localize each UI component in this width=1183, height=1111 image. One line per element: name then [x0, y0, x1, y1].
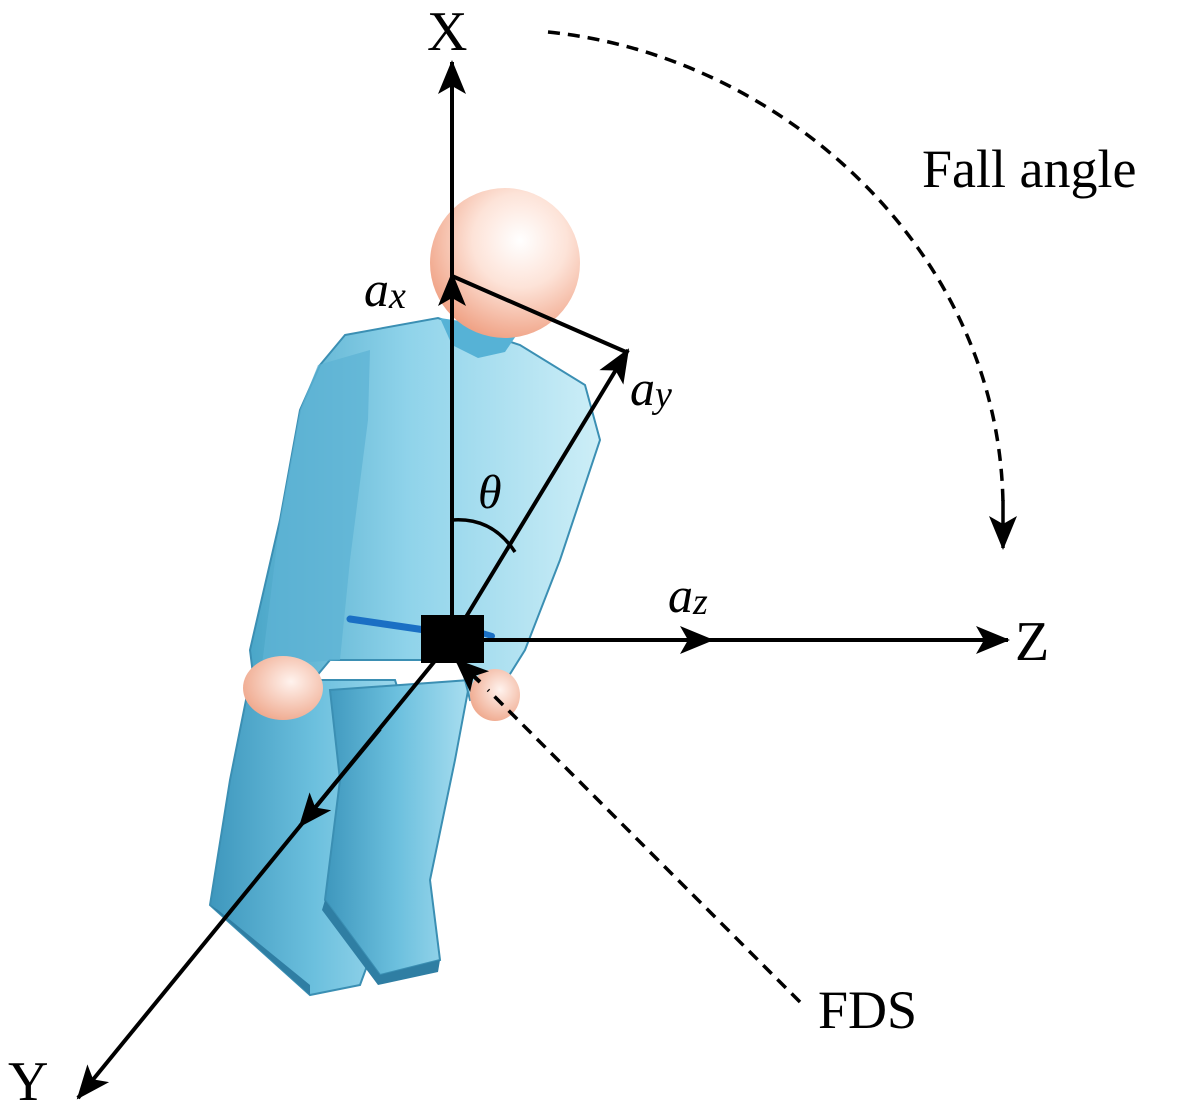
y-axis: [76, 638, 454, 1100]
left-hand: [243, 656, 323, 720]
ax-label-base: a: [364, 261, 389, 317]
z-axis-label: Z: [1015, 611, 1049, 673]
y-mid-arrow: [298, 727, 382, 828]
x-axis-label: X: [427, 1, 467, 63]
person-figure: [208, 188, 602, 997]
fall-angle-label: Fall angle: [922, 139, 1136, 199]
az-label-sub: z: [692, 581, 708, 623]
acceleration-vectors: [298, 272, 714, 828]
theta-arc: [451, 518, 517, 553]
fds-label: FDS: [818, 980, 917, 1040]
ax-label: ax: [364, 261, 406, 317]
fds-sensor: [421, 615, 484, 663]
theta-label: θ: [478, 466, 502, 519]
az-label-base: a: [668, 567, 693, 623]
fall-angle-arc: [547, 30, 1017, 550]
ay-label: ay: [630, 360, 672, 416]
ay-label-sub: y: [651, 374, 672, 416]
projection-line: [451, 274, 627, 354]
belt: [346, 615, 429, 634]
coordinate-axes: [76, 60, 1010, 1100]
y-axis-label: Y: [8, 1051, 48, 1111]
ax-label-sub: x: [388, 275, 406, 317]
az-label: az: [668, 567, 708, 623]
ay-label-base: a: [630, 360, 655, 416]
arm-left: [262, 350, 370, 665]
ay-vector: [450, 348, 630, 642]
head: [430, 188, 580, 338]
fds-pointer: [454, 658, 802, 1004]
left-foot: [210, 905, 310, 995]
